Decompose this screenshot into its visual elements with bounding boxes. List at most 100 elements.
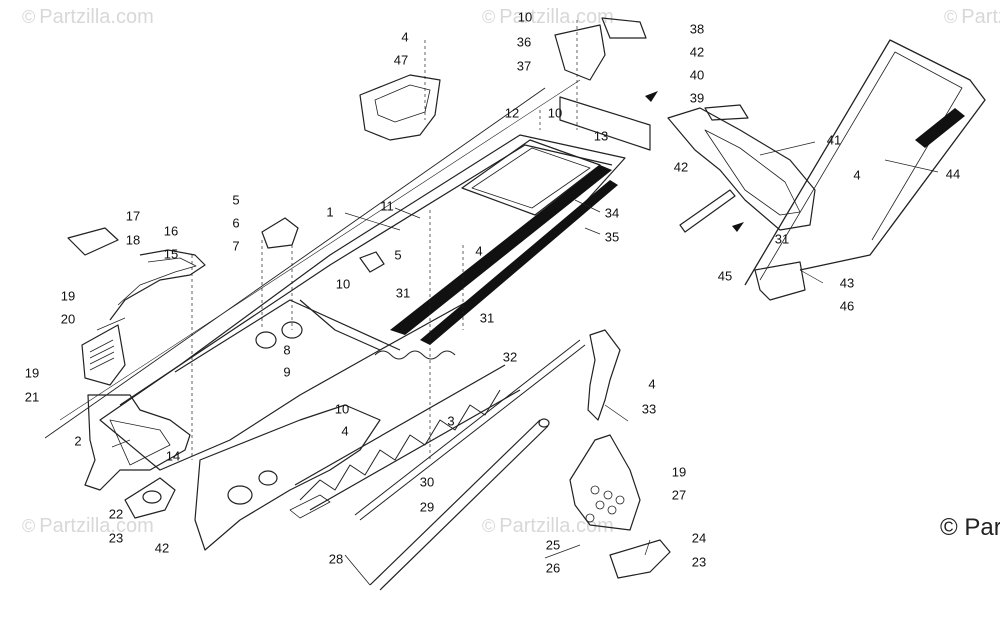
rear-bumper-44 [744, 39, 986, 286]
watermark-top-right: ©Partzilla.com [944, 6, 1000, 29]
callout-36: 36 [516, 34, 532, 50]
guard-22 [124, 477, 176, 519]
rail-tube [369, 419, 549, 591]
callout-10: 10 [517, 9, 533, 25]
side-plate-hole-2 [258, 470, 278, 486]
callout-26: 26 [545, 560, 561, 576]
callout-34: 34 [604, 205, 620, 221]
callout-9: 9 [283, 364, 291, 380]
tunnel-decal-stripe [390, 165, 612, 335]
mount-9 [281, 321, 303, 339]
callout-21: 21 [24, 389, 40, 405]
tunnel-front-edge [174, 299, 401, 373]
callout-31: 31 [774, 231, 790, 247]
callout-2: 2 [74, 433, 82, 449]
callout-28: 28 [328, 551, 344, 567]
callout-20: 20 [60, 311, 76, 327]
seat-pad-47 [359, 74, 441, 141]
callout-32: 32 [502, 349, 518, 365]
watermark-bottom-left: ©Partzilla.com [22, 515, 154, 538]
callout-42: 42 [673, 159, 689, 175]
tunnel-wavy-trim [374, 350, 456, 360]
snowflap-inner [704, 129, 801, 216]
tunnel-inner-ridge [299, 299, 381, 351]
callout-12: 12 [504, 105, 520, 121]
watermark-text: Partzilla.com [39, 515, 154, 537]
watermark-symbol: © [944, 7, 958, 27]
watermark-top-center: ©Partzilla.com [482, 6, 614, 29]
running-board-edge-bottom [309, 389, 521, 511]
callout-18: 18 [125, 232, 141, 248]
rear-tip-36 [554, 24, 606, 81]
rail-tube-leader [344, 554, 371, 586]
footrest-holes [585, 485, 625, 523]
watermark-text: Partzilla.com [961, 6, 1000, 28]
rear-bumper-inner [759, 51, 963, 281]
side-plate-slot [289, 494, 331, 519]
watermark-top-left: ©Partzilla.com [22, 6, 154, 29]
callout-24: 24 [691, 530, 707, 546]
bumper-mount-43 [754, 261, 806, 301]
callout-46: 46 [839, 298, 855, 314]
running-board-edge-top [294, 364, 506, 486]
guard-24 [609, 539, 671, 579]
snowflap-39 [667, 107, 816, 231]
front-panel-left [84, 394, 191, 491]
rear-bumper-badge [915, 108, 965, 148]
bumper-handle [109, 249, 206, 321]
arrow-right [645, 91, 658, 102]
callout-40: 40 [689, 67, 705, 83]
callout-13: 13 [593, 128, 609, 144]
side-plate-left [194, 404, 381, 551]
flap-tag-40 [704, 104, 749, 121]
callout-16: 16 [163, 223, 179, 239]
callout-14: 14 [165, 448, 181, 464]
callout-11: 11 [380, 198, 394, 214]
vent-cover-slots [89, 339, 115, 371]
callout-5: 5 [394, 247, 402, 263]
rear-tip-38 [601, 17, 647, 39]
callout-4: 4 [475, 243, 483, 259]
watermark-symbol: © [482, 7, 496, 27]
guide-line-lower [59, 79, 581, 421]
copyright-notice: © Par [940, 514, 1000, 541]
watermark-symbol: © [22, 516, 36, 536]
mount-8 [255, 331, 277, 349]
callout-6: 6 [232, 215, 240, 231]
bracket-17 [67, 227, 119, 256]
leader-lines [191, 20, 578, 460]
callout-3: 3 [447, 413, 455, 429]
callout-15: 15 [163, 246, 179, 262]
callout-47: 47 [393, 52, 409, 68]
watermark-bottom-center: ©Partzilla.com [482, 515, 614, 538]
front-panel-inner [109, 419, 171, 466]
callout-19: 19 [60, 288, 76, 304]
callout-10: 10 [334, 401, 350, 417]
watermark-symbol: © [22, 7, 36, 27]
watermark-text: Partzilla.com [499, 6, 614, 28]
callout-45: 45 [717, 268, 733, 284]
tunnel-decal-stripe-2 [420, 180, 618, 345]
callout-29: 29 [419, 499, 435, 515]
vent-cover-20 [81, 324, 126, 386]
callout-19: 19 [671, 464, 687, 480]
callout-19: 19 [24, 365, 40, 381]
guard-22-hole [142, 490, 162, 504]
rail-strip-42 [679, 189, 736, 233]
callout-42: 42 [689, 44, 705, 60]
callout-37: 37 [516, 58, 532, 74]
heat-exchanger-inner [471, 147, 591, 209]
callout-25: 25 [545, 537, 561, 553]
bracket-7 [261, 217, 299, 249]
rail-tube-end [538, 418, 550, 428]
footrest-bracket [569, 434, 641, 531]
callout-27: 27 [671, 487, 687, 503]
watermark-text: Partzilla.com [39, 6, 154, 28]
bumper-handle-inner [117, 257, 197, 306]
heat-exchanger-panel [461, 139, 601, 216]
callout-41: 41 [826, 132, 842, 148]
callout-4: 4 [341, 423, 349, 439]
guide-line-upper [44, 87, 546, 439]
